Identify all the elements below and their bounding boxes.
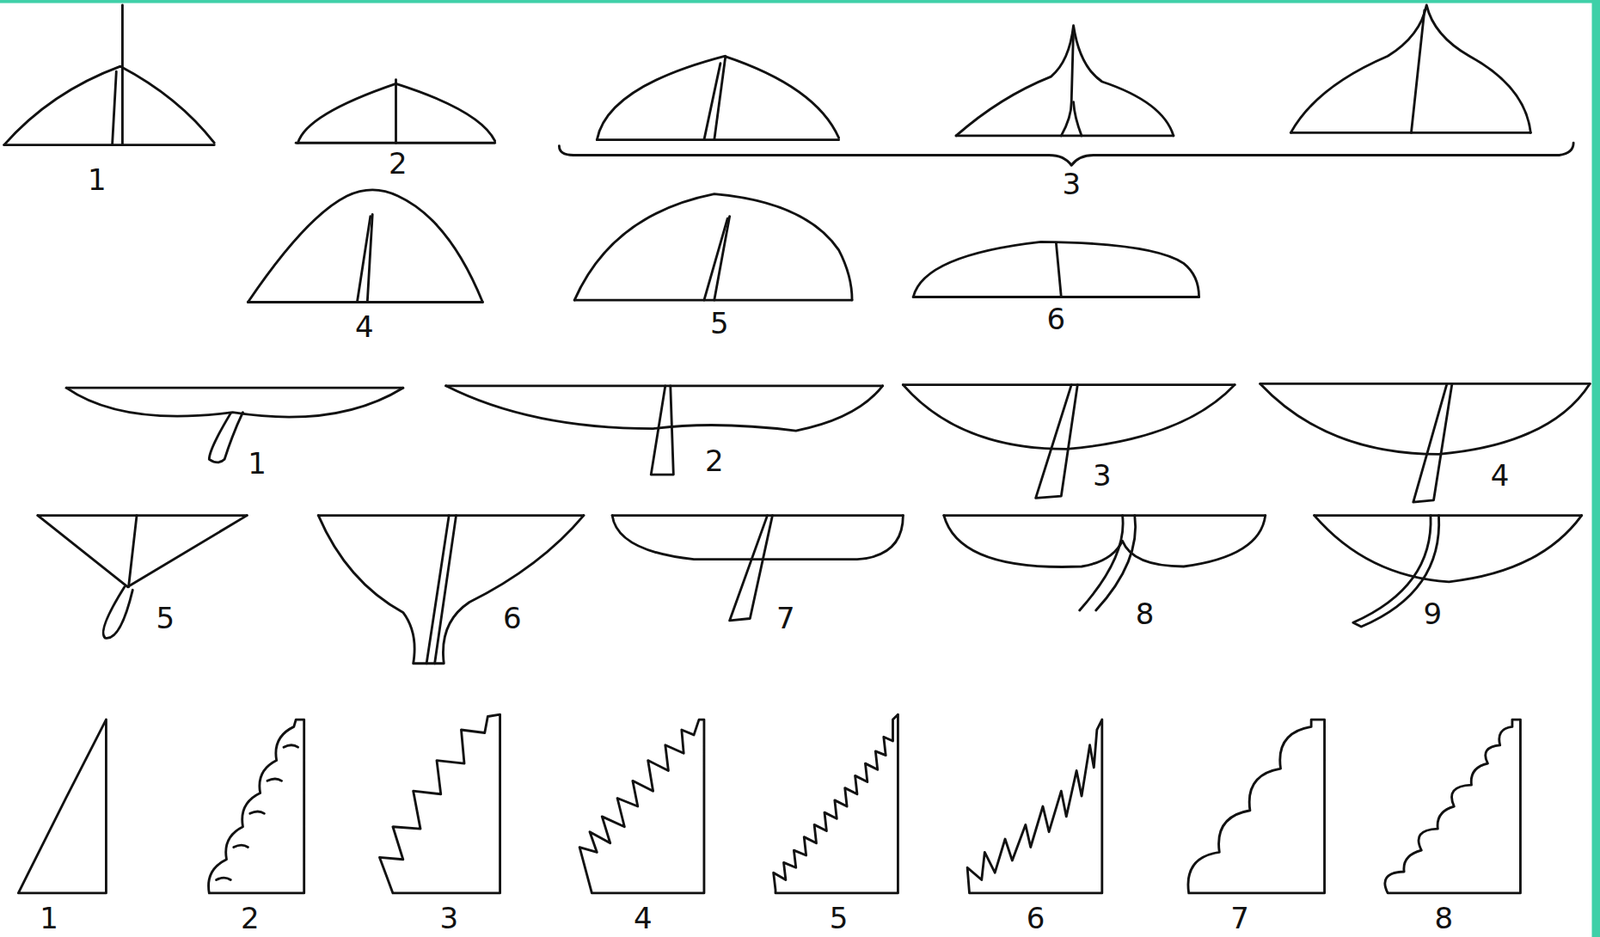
figure-number: 4 — [1490, 460, 1510, 491]
leaf-margin — [967, 719, 1103, 894]
figure-number: 5 — [710, 308, 730, 338]
leaf-base — [1260, 383, 1590, 503]
figure-number: 9 — [1423, 599, 1443, 629]
figure-number: 2 — [388, 148, 408, 178]
leaf-apex — [247, 190, 483, 303]
figure-number: 5 — [155, 603, 175, 633]
figure-number: 7 — [1230, 903, 1250, 933]
leaf-margin — [773, 714, 899, 894]
figure-number: 5 — [829, 903, 849, 933]
leaf-base — [446, 386, 883, 475]
leaf-base — [1314, 515, 1582, 627]
leaf-margin — [579, 719, 705, 894]
figure-number: 6 — [1026, 903, 1046, 933]
figure-number: 1 — [87, 165, 107, 195]
figure-number: 4 — [355, 312, 374, 342]
leaf-base — [318, 515, 584, 664]
leaf-apex — [596, 55, 839, 140]
figure-number: 6 — [502, 603, 522, 633]
leaf-base — [944, 515, 1266, 611]
leaf-apex — [913, 241, 1199, 297]
leaf-margin — [1385, 719, 1521, 894]
frame-strip — [0, 0, 1600, 4]
figure-number: 1 — [247, 448, 267, 479]
leaf-apex — [574, 194, 853, 301]
figure-number: 3 — [1061, 169, 1081, 199]
leaf-apex — [956, 25, 1174, 136]
figure-number: 3 — [1092, 460, 1112, 491]
leaf-apex — [295, 79, 495, 144]
leaf-margin — [1188, 719, 1325, 894]
figure-number: 8 — [1135, 599, 1155, 629]
leaf-base — [37, 515, 247, 639]
leaf-margin — [380, 714, 501, 894]
frame-strip — [1592, 0, 1600, 937]
figure-number: 6 — [1047, 304, 1067, 334]
figure-number: 4 — [633, 903, 653, 933]
figure-number: 3 — [439, 903, 459, 933]
leaf-apex — [1290, 5, 1531, 133]
figure-number: 7 — [776, 603, 796, 633]
leaf-base — [902, 385, 1235, 499]
figure-number: 8 — [1434, 903, 1454, 933]
figure-number: 1 — [39, 903, 59, 933]
group-brace — [558, 142, 1574, 166]
leaf-margin — [18, 719, 106, 894]
leaf-margin — [208, 719, 305, 894]
figure-number: 2 — [704, 446, 724, 476]
leaf-apex — [4, 5, 215, 146]
leaf-base — [612, 515, 903, 621]
leaf-base — [66, 387, 404, 463]
figure-number: 2 — [240, 903, 260, 933]
